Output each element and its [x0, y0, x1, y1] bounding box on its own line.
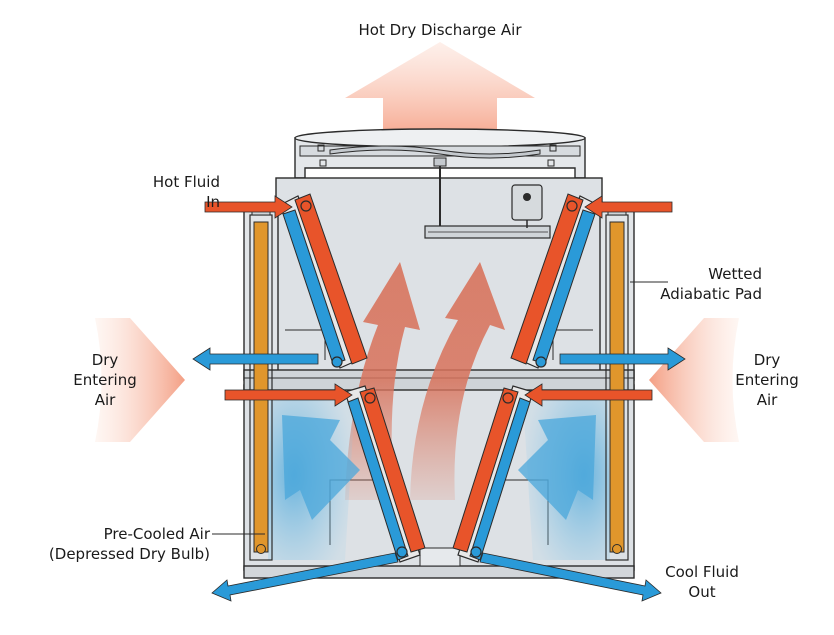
- inner-hot-air-right: [410, 262, 505, 500]
- hot-fluid-arrow-right-upper: [584, 195, 673, 219]
- coil-right-upper: [510, 193, 599, 369]
- hot-fluid-arrow-left-upper: [204, 195, 293, 219]
- dry-left-line2: Entering: [73, 371, 137, 389]
- dry-left-line3: Air: [94, 391, 116, 409]
- wetted-label-line1: Wetted: [708, 265, 762, 283]
- wetted-pad-label: Wetted Adiabatic Pad: [650, 264, 762, 304]
- hot-fluid-label-line1: Hot Fluid: [152, 173, 220, 191]
- coil-left-lower: [344, 385, 426, 563]
- cool-fluid-arrow-right-out: [479, 552, 662, 602]
- hot-fluid-arrow-left-mid: [224, 383, 353, 407]
- precooled-air-label: Pre-Cooled Air (Depressed Dry Bulb): [20, 524, 210, 564]
- hot-fluid-in-label: Hot Fluid In: [110, 172, 220, 212]
- dry-right-line1: Dry: [753, 351, 781, 369]
- wetted-label-line2: Adiabatic Pad: [660, 285, 762, 303]
- cool-fluid-line2: Out: [688, 583, 716, 601]
- precooled-line1: Pre-Cooled Air: [103, 525, 210, 543]
- discharge-air-label: Hot Dry Discharge Air: [358, 21, 522, 39]
- hot-fluid-label-line2: In: [206, 193, 220, 211]
- fan-blade: [329, 145, 541, 159]
- dry-right-line2: Entering: [735, 371, 799, 389]
- dry-entering-air-left-label: Dry Entering Air: [60, 350, 150, 410]
- discharge-air-arrow: [345, 42, 535, 135]
- motor: [511, 184, 543, 221]
- cool-fluid-arrow-left-out: [211, 552, 399, 602]
- dry-entering-air-right-label: Dry Entering Air: [722, 350, 812, 410]
- dry-right-line3: Air: [756, 391, 778, 409]
- hot-fluid-arrow-right-mid: [524, 383, 653, 407]
- dry-air-right-arrow: [649, 318, 739, 442]
- precooled-line2: (Depressed Dry Bulb): [48, 545, 210, 563]
- cool-fluid-arrow-right-mid: [559, 347, 686, 371]
- cool-fluid-out-label: Cool Fluid Out: [652, 562, 752, 602]
- coil-right-lower: [452, 385, 534, 563]
- fan-ring: [294, 128, 586, 148]
- cool-fluid-arrow-left-mid: [192, 347, 319, 371]
- dry-left-line1: Dry: [91, 351, 119, 369]
- cool-fluid-line1: Cool Fluid: [665, 563, 739, 581]
- hot-fluid-arrows: [204, 195, 673, 407]
- coil-left-upper: [279, 193, 368, 369]
- dry-air-left-arrow: [95, 318, 185, 442]
- cool-fluid-arrows: [192, 347, 686, 602]
